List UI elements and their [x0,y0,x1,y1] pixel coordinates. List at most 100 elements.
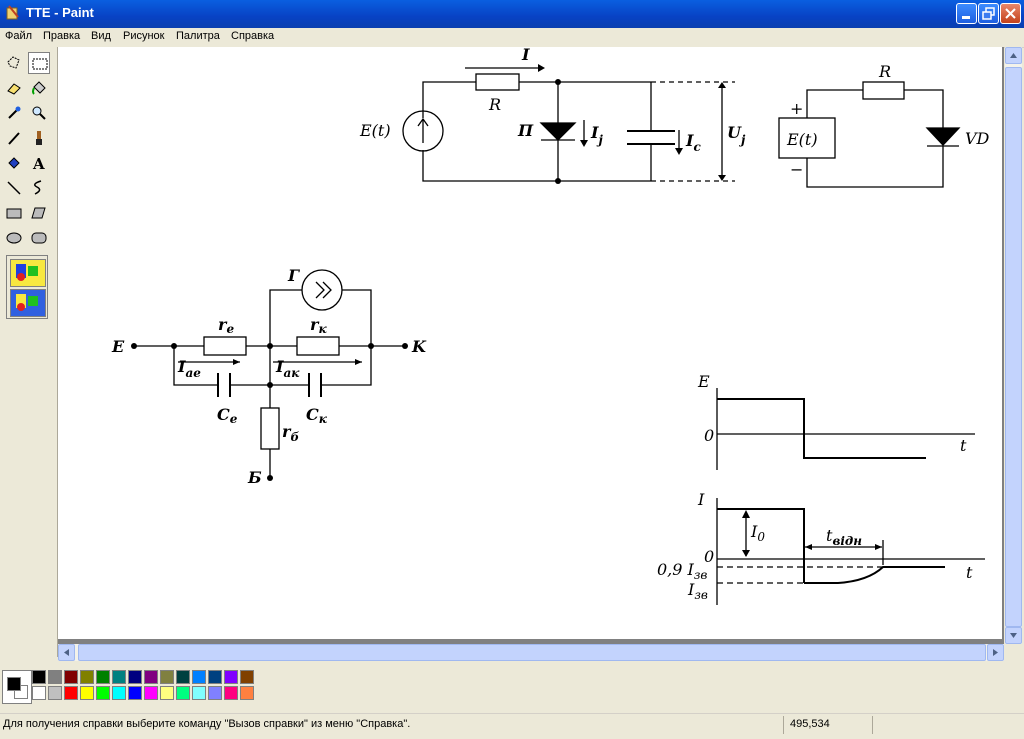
svg-text:rк: rк [310,315,327,336]
tool-rounded-rect[interactable] [28,227,50,249]
drawing-canvas[interactable]: I R E(t) П Ij Ic Uj R E(t) + − VD Г E K … [58,45,1002,639]
menu-file[interactable]: Файл [5,30,33,42]
color-swatch[interactable] [208,686,222,700]
label-re-sub: е [226,322,234,336]
color-swatch[interactable] [32,686,46,700]
tool-fill[interactable] [28,77,50,99]
menu-palette[interactable]: Палитра [176,30,220,42]
svg-text:Ij: Ij [590,123,603,147]
scroll-right-button[interactable] [987,644,1004,661]
restore-button[interactable] [978,3,999,24]
tool-color-picker[interactable] [3,102,25,124]
menu-help[interactable]: Справка [231,30,275,42]
brush-icon [36,131,42,145]
close-button[interactable] [1000,3,1021,24]
menu-view[interactable]: Вид [91,30,111,42]
arrow-left-icon [64,649,69,656]
rect-select-icon [32,58,48,70]
svg-text:I0: I0 [750,522,765,544]
color-swatch[interactable] [128,686,142,700]
color-swatch[interactable] [240,670,254,684]
color-swatch[interactable] [208,670,222,684]
tool-eraser[interactable] [3,77,25,99]
tool-brush[interactable] [28,127,50,149]
color-swatch[interactable] [224,686,238,700]
status-bar: Для получения справки выберите команду "… [0,713,1024,739]
tool-line[interactable] [3,177,25,199]
menu-bar: Файл Правка Вид Рисунок Палитра Справка [0,28,1024,48]
label-vd: VD [965,129,990,148]
tool-polygon[interactable] [28,202,50,224]
transparent-shapes-icon [16,294,38,311]
horizontal-scroll-thumb[interactable] [78,644,986,661]
tool-airbrush[interactable] [3,152,25,174]
color-swatch[interactable] [80,670,94,684]
horizontal-scrollbar[interactable] [58,644,1004,661]
foreground-color-swatch[interactable] [7,677,21,691]
label-ce-sub: е [230,412,238,426]
color-swatch[interactable] [112,686,126,700]
color-swatch[interactable] [160,670,174,684]
vertical-scrollbar[interactable] [1005,47,1022,644]
ellipse-icon [6,232,22,244]
color-swatch[interactable] [96,670,110,684]
svg-text:Uj: Uj [727,123,746,147]
tool-text[interactable]: A [28,152,50,174]
color-swatch[interactable] [176,670,190,684]
option-transparent[interactable] [10,289,46,317]
color-swatch[interactable] [112,670,126,684]
tool-rectangle[interactable] [3,202,25,224]
option-opaque[interactable] [10,259,46,287]
label-izv-sub: зв [694,588,708,602]
color-swatch[interactable] [144,670,158,684]
menu-edit[interactable]: Правка [43,30,81,42]
toolbox: A [0,47,58,657]
color-swatch[interactable] [96,686,110,700]
label-rb-sub: б [290,430,299,444]
free-select-icon [7,56,20,69]
status-separator [783,716,784,734]
menu-image[interactable]: Рисунок [123,30,165,42]
color-swatch[interactable] [240,686,254,700]
color-swatch[interactable] [64,670,78,684]
vertical-scroll-thumb[interactable] [1005,67,1022,627]
tool-options [6,255,48,319]
tool-ellipse[interactable] [3,227,25,249]
graph1-zero: 0 [704,426,714,445]
color-swatch[interactable] [32,670,46,684]
tool-magnifier[interactable] [28,102,50,124]
label-ij: I [590,123,599,142]
close-icon [1005,8,1016,19]
tool-curve[interactable] [28,177,50,199]
status-message: Для получения справки выберите команду "… [3,718,411,730]
color-swatch[interactable] [48,670,62,684]
scroll-left-button[interactable] [58,644,75,661]
color-swatch[interactable] [176,686,190,700]
magnifier-icon [32,106,46,120]
label-b: Б [247,468,262,487]
color-swatch[interactable] [192,686,206,700]
color-swatch[interactable] [128,670,142,684]
label-ij-sub: j [596,133,603,147]
color-swatch[interactable] [64,686,78,700]
label-r2: R [878,62,891,81]
color-swatch[interactable] [224,670,238,684]
color-swatch[interactable] [48,686,62,700]
scroll-down-button[interactable] [1005,627,1022,644]
tool-rect-select[interactable] [28,52,50,74]
label-ic: I [685,131,694,150]
title-bar: TTE - Paint [0,0,1024,28]
color-swatch[interactable] [160,686,174,700]
color-swatch[interactable] [192,670,206,684]
arrow-up-icon [1010,53,1017,58]
color-swatch[interactable] [144,686,158,700]
scroll-up-button[interactable] [1005,47,1022,64]
current-colors[interactable] [2,670,32,704]
tool-pencil[interactable] [3,127,25,149]
svg-text:Iае: Iае [177,357,201,380]
color-swatch[interactable] [80,686,94,700]
graph1-x-label: t [960,436,967,455]
minimize-button[interactable] [956,3,977,24]
tool-free-select[interactable] [3,52,25,74]
scroll-corner [1005,644,1022,661]
